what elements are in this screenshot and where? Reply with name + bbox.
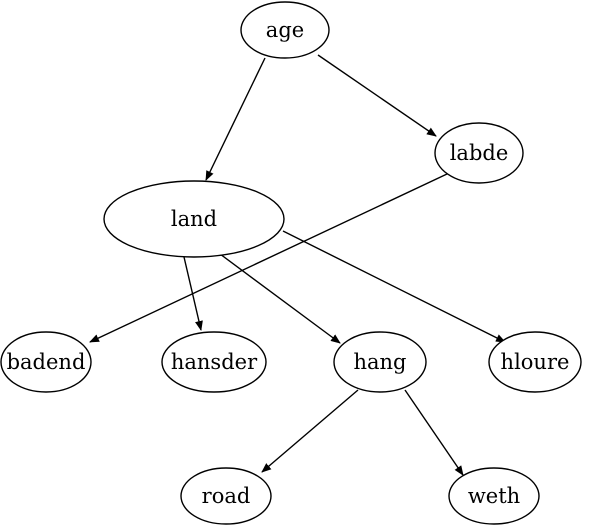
node-ellipse-hang bbox=[333, 331, 427, 393]
node-ellipse-labde bbox=[434, 122, 524, 184]
node-ellipse-hansder bbox=[161, 331, 267, 393]
node-land[interactable]: land bbox=[103, 180, 285, 258]
node-label-hloure: hloure bbox=[501, 350, 570, 374]
node-label-hang: hang bbox=[353, 350, 406, 374]
edge-hang-to-road bbox=[261, 389, 359, 473]
node-label-age: age bbox=[266, 18, 304, 42]
edge-hang-to-weth bbox=[404, 389, 464, 476]
node-label-labde: labde bbox=[450, 141, 509, 165]
node-label-badend: badend bbox=[7, 350, 86, 374]
node-hang[interactable]: hang bbox=[333, 331, 427, 393]
node-age[interactable]: age bbox=[240, 1, 330, 59]
node-ellipse-badend bbox=[0, 331, 92, 393]
node-hansder[interactable]: hansder bbox=[161, 331, 267, 393]
node-ellipse-land bbox=[103, 180, 285, 258]
edges-layer bbox=[89, 54, 506, 476]
node-ellipse-weth bbox=[448, 467, 540, 525]
node-ellipse-age bbox=[240, 1, 330, 59]
node-badend[interactable]: badend bbox=[0, 331, 92, 393]
node-ellipse-hloure bbox=[488, 331, 582, 393]
edge-land-to-hansder bbox=[183, 256, 203, 331]
node-labde[interactable]: labde bbox=[434, 122, 524, 184]
node-label-land: land bbox=[171, 207, 217, 231]
node-label-weth: weth bbox=[468, 484, 520, 508]
node-hloure[interactable]: hloure bbox=[488, 331, 582, 393]
node-weth[interactable]: weth bbox=[448, 467, 540, 525]
node-label-hansder: hansder bbox=[171, 350, 258, 374]
edge-land-to-hloure bbox=[282, 230, 506, 343]
node-ellipse-road bbox=[180, 467, 272, 525]
node-road[interactable]: road bbox=[180, 467, 272, 525]
edge-age-to-land bbox=[205, 57, 266, 181]
edge-age-to-labde bbox=[317, 54, 437, 137]
nodes-layer: age labde land badend hansder hang hloure road w… bbox=[0, 1, 582, 525]
edge-labde-to-badend bbox=[89, 173, 448, 343]
edge-land-to-hang bbox=[219, 253, 341, 344]
node-label-road: road bbox=[202, 484, 251, 508]
